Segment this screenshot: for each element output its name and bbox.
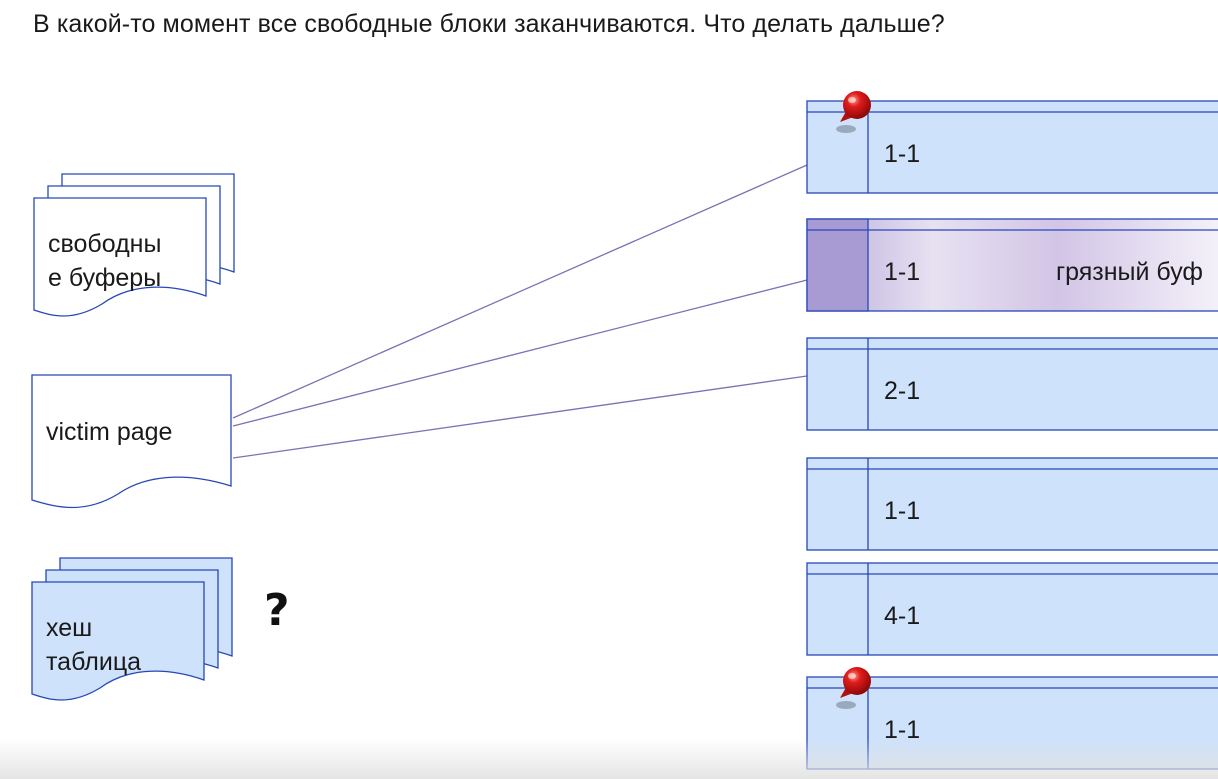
free-buffers-label: свободны е буферы xyxy=(48,230,162,292)
buffer-5 xyxy=(806,562,1218,656)
victim-page-doc xyxy=(31,374,232,509)
push-pin-icon xyxy=(836,91,871,133)
question-mark: ? xyxy=(264,585,290,636)
dirty-buffer-label: грязный буф xyxy=(1056,258,1203,286)
buffer-2-label: 1-1 xyxy=(884,258,921,286)
buffer-1 xyxy=(806,100,1218,194)
hash-table-stack xyxy=(31,557,233,701)
buffer-4 xyxy=(806,457,1218,551)
hash-table-label: хеш таблица xyxy=(46,614,142,676)
buffer-2-dirty xyxy=(806,218,1218,312)
free-buffers-stack xyxy=(33,173,235,317)
buffer-4-label: 1-1 xyxy=(884,497,921,525)
buffer-1-label: 1-1 xyxy=(884,140,921,168)
buffer-3-label: 2-1 xyxy=(884,377,921,405)
buffer-5-label: 4-1 xyxy=(884,602,921,630)
bottom-fade xyxy=(0,739,1218,779)
victim-page-label: victim page xyxy=(46,418,173,446)
push-pin-icon xyxy=(836,667,871,709)
link-lines xyxy=(232,164,808,459)
buffer-3 xyxy=(806,337,1218,431)
slide-heading: В какой-то момент все свободные блоки за… xyxy=(33,10,945,38)
